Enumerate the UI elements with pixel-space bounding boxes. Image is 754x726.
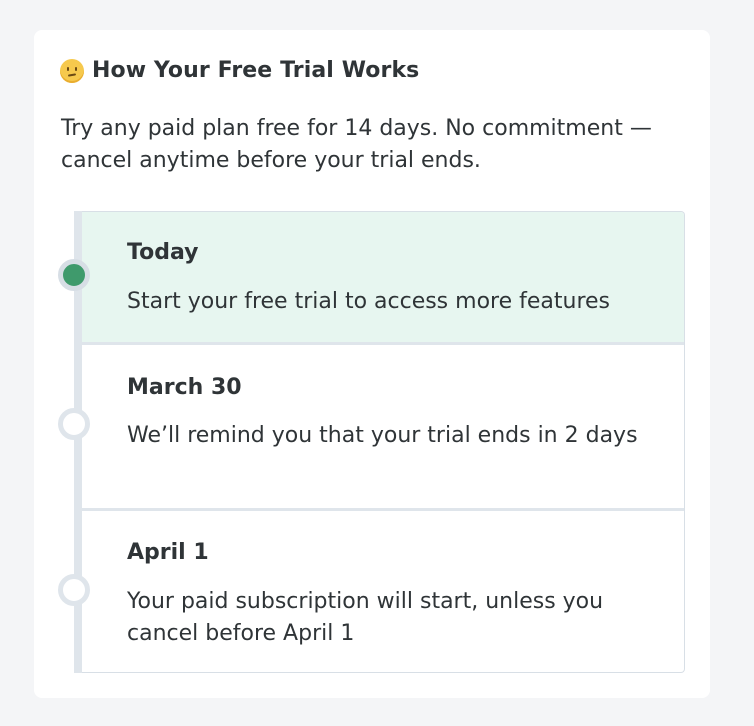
timeline-rail xyxy=(74,211,82,673)
step-description: Start your free trial to access more fea… xyxy=(127,289,611,314)
trial-description: Try any paid plan free for 14 days. No c… xyxy=(61,116,652,173)
active-timeline-marker xyxy=(58,259,90,291)
step-divider xyxy=(82,342,684,345)
step-date: March 30 xyxy=(127,375,242,400)
trial-timeline: Today Start your free trial to access mo… xyxy=(58,211,685,673)
thinking-face-icon xyxy=(60,58,84,83)
step-description: We’ll remind you that your trial ends in… xyxy=(127,423,638,448)
timeline-step-april-1: April 1 Your paid subscription will star… xyxy=(82,511,684,672)
timeline-marker xyxy=(58,574,90,606)
timeline-step-today: Today Start your free trial to access mo… xyxy=(82,212,684,342)
timeline-marker xyxy=(58,408,90,440)
step-date: April 1 xyxy=(127,540,209,565)
step-description: Your paid subscription will start, unles… xyxy=(127,589,604,646)
timeline-steps: Today Start your free trial to access mo… xyxy=(82,211,685,673)
free-trial-card: How Your Free Trial Works Try any paid p… xyxy=(34,30,710,698)
step-divider xyxy=(82,508,684,511)
timeline-step-march-30: March 30 We’ll remind you that your tria… xyxy=(82,345,684,508)
card-header: How Your Free Trial Works xyxy=(60,58,419,83)
step-date: Today xyxy=(127,240,199,265)
card-title: How Your Free Trial Works xyxy=(92,58,420,83)
